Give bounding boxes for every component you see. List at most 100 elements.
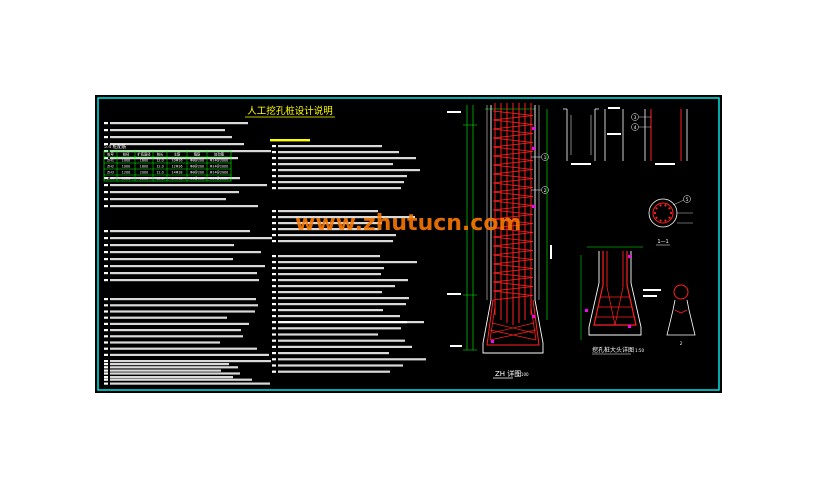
- note-line: [278, 291, 382, 294]
- note-number: [104, 329, 108, 332]
- table-cell: ZH1: [107, 158, 114, 162]
- note-number: [104, 360, 108, 363]
- table-cell: Φ8@200: [190, 176, 204, 180]
- note-line: [278, 333, 378, 336]
- note-number: [104, 258, 108, 261]
- note-number: [104, 382, 108, 385]
- table-cell: Φ8@200: [190, 170, 204, 174]
- note-number: [104, 198, 108, 201]
- note-number: [272, 216, 276, 219]
- note-line: [110, 310, 255, 313]
- note-line: [278, 163, 393, 166]
- table-header-cell: 扩底直径: [137, 151, 151, 156]
- table-header-cell: 桩径: [123, 151, 130, 156]
- note-line: [110, 136, 232, 139]
- rebar-dot: [655, 216, 658, 219]
- note-line: [278, 309, 383, 312]
- note-number: [272, 169, 276, 172]
- table-header-cell: 主筋: [174, 151, 181, 156]
- table-cell: 10Φ16: [172, 158, 183, 162]
- table-label: 5.4 桩配筋: [104, 143, 127, 150]
- table-cell: 2200: [140, 176, 148, 180]
- note-number: [104, 363, 108, 366]
- table-cell: 1600: [140, 158, 148, 162]
- section-2: 2: [666, 284, 696, 346]
- note-line: [110, 279, 259, 282]
- drawing-frame: [97, 97, 720, 391]
- note-line: [110, 316, 227, 319]
- note-number: [272, 163, 276, 166]
- note-number: [104, 322, 108, 325]
- note-number: [104, 184, 108, 187]
- table-cell: Φ14@2000: [210, 158, 228, 162]
- pile-elevation-scale: 1:100: [517, 372, 529, 377]
- note-number: [104, 279, 108, 282]
- note-number: [272, 157, 276, 160]
- note-line: [110, 363, 229, 366]
- table-header-cell: 箍筋: [194, 151, 201, 156]
- note-number: [272, 364, 276, 367]
- note-number: [272, 222, 276, 225]
- note-line: [278, 216, 415, 219]
- table-cell: 1000: [122, 164, 130, 168]
- note-line: [278, 240, 393, 243]
- bar-detail-1: [563, 108, 599, 165]
- note-line: [110, 157, 238, 160]
- table-cell: 1200: [122, 176, 130, 180]
- note-number: [272, 370, 276, 373]
- note-line: [278, 315, 400, 318]
- note-line: [278, 234, 396, 237]
- note-line: [110, 353, 269, 356]
- rebar-dot: [668, 216, 671, 219]
- middle-notes-column: [270, 139, 426, 373]
- rebar-dot: [659, 219, 662, 222]
- note-number: [272, 339, 276, 342]
- note-line: [110, 382, 270, 385]
- note-number: [272, 333, 276, 336]
- table-cell: 14Φ18: [172, 176, 183, 180]
- rebar-dot: [664, 204, 667, 207]
- table-cell: 1200: [122, 170, 130, 174]
- note-line: [278, 345, 412, 348]
- bar-detail-2: [604, 107, 624, 161]
- note-number: [104, 122, 108, 125]
- note-number: [272, 175, 276, 178]
- pile-elevation-title: ZH 详图: [495, 369, 521, 378]
- note-heading: [270, 139, 310, 142]
- note-number: [272, 210, 276, 213]
- section-2-title: 2: [680, 341, 683, 346]
- note-line: [110, 369, 221, 372]
- note-number: [272, 279, 276, 282]
- callout-1: 1: [544, 155, 547, 161]
- note-number: [104, 372, 108, 375]
- note-number: [104, 265, 108, 268]
- note-number: [104, 369, 108, 372]
- note-line: [278, 321, 424, 324]
- table-cell: ZH2: [107, 164, 114, 168]
- note-line: [110, 122, 248, 125]
- expanded-base-detail: 挖孔桩大头详图 1:50: [580, 246, 661, 355]
- note-line: [110, 143, 244, 146]
- rebar-dot: [653, 211, 657, 215]
- note-number: [272, 315, 276, 318]
- callout-5: 5: [686, 197, 689, 203]
- note-number: [104, 157, 108, 160]
- note-line: [278, 187, 401, 190]
- table-header-cell: 桩长: [157, 151, 164, 156]
- note-line: [110, 184, 267, 187]
- note-line: [278, 210, 378, 213]
- note-line: [110, 177, 240, 180]
- note-line: [278, 297, 409, 300]
- note-line: [278, 358, 426, 361]
- note-line: [278, 327, 401, 330]
- note-line: [110, 376, 233, 379]
- table-cell: 1000: [122, 158, 130, 162]
- note-line: [278, 273, 381, 276]
- note-line: [278, 151, 399, 154]
- note-line: [278, 279, 408, 282]
- note-number: [272, 234, 276, 237]
- note-number: [104, 335, 108, 338]
- note-line: [110, 205, 258, 208]
- note-line: [110, 129, 225, 132]
